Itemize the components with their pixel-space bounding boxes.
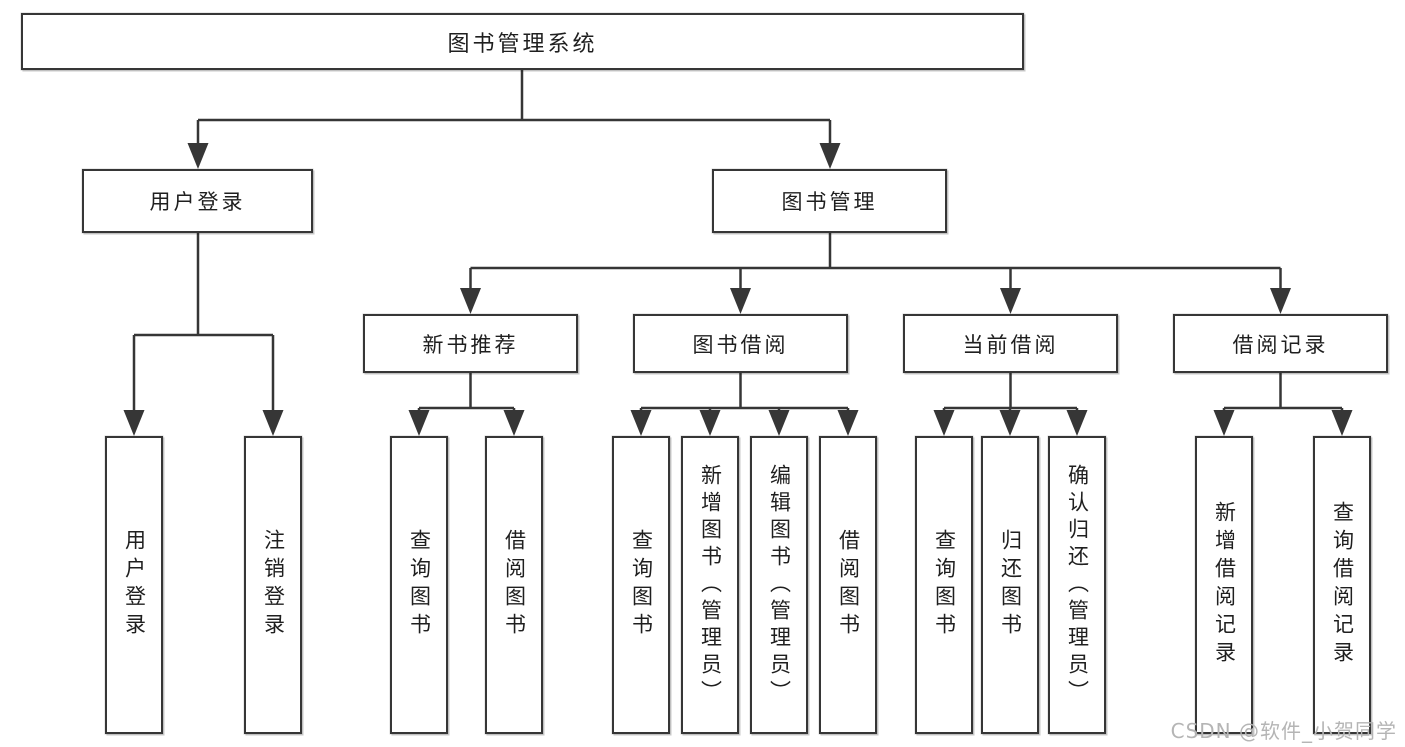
node-borrow-records: 借阅记录 [1173, 314, 1388, 373]
connector-userlogin-to-leaves [132, 233, 275, 414]
node-root-label: 图书管理系统 [447, 31, 598, 57]
leaf-newbook-query-books: 查询图书 [390, 436, 448, 734]
leaf-edit-books-admin: 编辑图书（管理员） [750, 436, 808, 734]
leaf-user-login-label: 用户登录 [122, 529, 147, 641]
leaf-return-books-label: 归还图书 [998, 529, 1023, 641]
leaf-borrow-query-books: 查询图书 [612, 436, 670, 734]
leaf-confirm-return-admin: 确认归还（管理员） [1048, 436, 1106, 734]
connector-newbook-to-leaves [417, 373, 516, 414]
leaf-logout-label: 注销登录 [261, 529, 286, 641]
arrowheads [123, 143, 1353, 436]
leaf-newbook-query-books-label: 查询图书 [407, 529, 432, 641]
leaf-add-borrow-record-label: 新增借阅记录 [1212, 501, 1237, 669]
leaf-return-books: 归还图书 [981, 436, 1039, 734]
leaf-borrow-borrow-books: 借阅图书 [819, 436, 877, 734]
node-user-login: 用户登录 [82, 169, 313, 233]
connector-bookmgmt-to-level3 [469, 233, 1282, 292]
connector-currentborrow-to-leaves [942, 373, 1079, 414]
leaf-query-borrow-record: 查询借阅记录 [1313, 436, 1371, 734]
leaf-newbook-borrow-books: 借阅图书 [485, 436, 543, 734]
leaf-current-query-books-label: 查询图书 [932, 529, 957, 641]
node-book-management-label: 图书管理 [781, 190, 878, 214]
leaf-add-borrow-record: 新增借阅记录 [1195, 436, 1253, 734]
connector-root-to-level2 [196, 70, 832, 147]
leaf-add-books-admin: 新增图书（管理员） [681, 436, 739, 734]
leaf-edit-books-admin-label: 编辑图书（管理员） [767, 463, 792, 707]
leaf-borrow-query-books-label: 查询图书 [629, 529, 654, 641]
connector-records-to-leaves [1222, 373, 1344, 414]
node-current-borrow-label: 当前借阅 [962, 332, 1059, 357]
node-book-management: 图书管理 [712, 169, 947, 233]
leaf-logout: 注销登录 [244, 436, 302, 734]
node-new-book-recommend-label: 新书推荐 [422, 332, 519, 357]
node-book-borrow-label: 图书借阅 [692, 332, 789, 357]
csdn-watermark: CSDN @软件_小贺同学 [1170, 719, 1397, 743]
node-borrow-records-label: 借阅记录 [1232, 332, 1329, 357]
node-current-borrow: 当前借阅 [903, 314, 1118, 373]
node-user-login-label: 用户登录 [149, 190, 246, 214]
leaf-add-books-admin-label: 新增图书（管理员） [698, 463, 723, 707]
leaf-user-login: 用户登录 [105, 436, 163, 734]
leaf-query-borrow-record-label: 查询借阅记录 [1330, 501, 1355, 669]
node-new-book-recommend: 新书推荐 [363, 314, 578, 373]
leaf-newbook-borrow-books-label: 借阅图书 [502, 529, 527, 641]
leaf-borrow-borrow-books-label: 借阅图书 [836, 529, 861, 641]
node-book-borrow: 图书借阅 [633, 314, 848, 373]
connector-bookborrow-to-leaves [639, 373, 850, 414]
node-root-system: 图书管理系统 [21, 13, 1024, 70]
leaf-current-query-books: 查询图书 [915, 436, 973, 734]
leaf-confirm-return-admin-label: 确认归还（管理员） [1065, 463, 1090, 707]
